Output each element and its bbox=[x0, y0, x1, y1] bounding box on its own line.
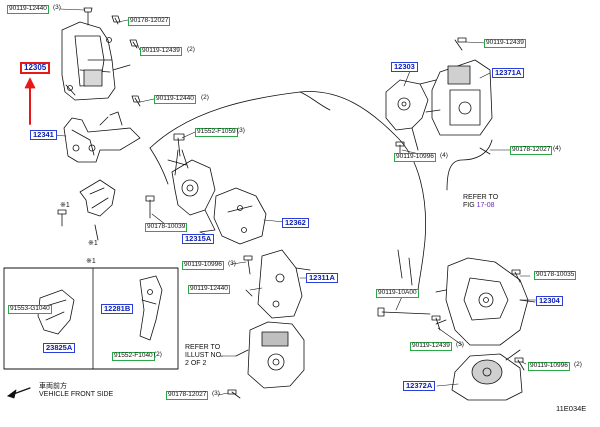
refer-fig-line1: REFER TO bbox=[463, 194, 499, 201]
label-bolt-10996-a-qty: (4) bbox=[440, 152, 448, 159]
vehicle-front-en: VEHICLE FRONT SIDE bbox=[39, 391, 114, 399]
bracket-12303 bbox=[385, 79, 441, 151]
label-part-12315A: 12315A bbox=[182, 234, 215, 244]
label-nut-12027-b: 90178-12027 bbox=[166, 391, 209, 400]
insulator-12371A bbox=[431, 37, 493, 136]
label-right-top-bolt: 90119-12439 bbox=[484, 39, 526, 48]
heat-shield-left bbox=[79, 179, 116, 217]
label-part-12341: 12341 bbox=[30, 130, 57, 140]
refer-illust-line2: ILLUST NO. bbox=[185, 352, 223, 360]
label-inset-star: ※1 bbox=[86, 258, 96, 265]
label-top-nut: 90178-12027 bbox=[128, 17, 171, 26]
label-bolt-10996-a: 90119-10996 bbox=[394, 153, 436, 162]
inset-box bbox=[3, 267, 179, 370]
refer-illust-note: REFER TO ILLUST NO. 2 OF 2 bbox=[185, 344, 223, 368]
label-part-12281B: 12281B bbox=[101, 304, 134, 314]
refer-fig-link[interactable]: 17-08 bbox=[476, 202, 495, 210]
label-stud-mid: 91552-F1059 bbox=[195, 128, 238, 137]
bolt-12439-c bbox=[431, 315, 441, 331]
hose bbox=[446, 139, 493, 191]
bracket-12341 bbox=[63, 111, 141, 163]
label-part-12303: 12303 bbox=[391, 62, 418, 72]
label-part-12372A: 12372A bbox=[403, 381, 436, 391]
label-nut-10035: 90178-10035 bbox=[534, 271, 577, 280]
label-nut-12027-b-qty: (3) bbox=[212, 390, 220, 397]
refer-illust-line3: 2 OF 2 bbox=[185, 360, 207, 368]
label-highlight-12305: 12305 bbox=[20, 62, 51, 74]
label-part-12304: 12304 bbox=[536, 296, 563, 306]
mount-bracket-12305 bbox=[61, 21, 131, 101]
label-part-12371A: 12371A bbox=[492, 68, 525, 78]
label-bolt-10996-c-qty: (2) bbox=[574, 361, 582, 368]
label-clip-91553: 91553-G1040 bbox=[8, 305, 52, 314]
label-bolt-12440: 90119-12440 bbox=[188, 285, 230, 294]
refer-fig-note: REFER TO FIG 17-08 bbox=[463, 194, 498, 210]
label-star-1: ※1 bbox=[60, 202, 70, 209]
label-part-12362: 12362 bbox=[282, 218, 309, 228]
label-bolt-10039: 90178-10039 bbox=[145, 223, 188, 232]
bolt-10996-c bbox=[514, 357, 525, 371]
label-top-bolt-1: 90119-12440 bbox=[7, 5, 49, 14]
refer-fig-line2: FIG bbox=[463, 202, 475, 210]
label-clip-91552: 91552-F1040 bbox=[112, 352, 155, 361]
engine-outline bbox=[149, 91, 426, 291]
vehicle-front-label: 車両前方 VEHICLE FRONT SIDE bbox=[39, 383, 113, 399]
label-bolt-mid-left-qty: (2) bbox=[201, 94, 209, 101]
bolt-12440-c bbox=[243, 255, 253, 275]
label-bolt-mid-left: 90119-12440 bbox=[154, 95, 196, 104]
figure-code: 11E034E bbox=[556, 404, 587, 413]
label-top-bolt-2: 90119-12439 bbox=[140, 47, 182, 56]
bracket-12311A bbox=[257, 249, 311, 319]
bolt-10A00 bbox=[377, 307, 431, 317]
clip-12281B bbox=[139, 275, 163, 341]
stud-mid bbox=[173, 133, 185, 157]
refer-illust-line1: REFER TO bbox=[185, 344, 221, 351]
label-part-12311A: 12311A bbox=[306, 273, 338, 283]
label-bolt-12439: 90119-12439 bbox=[410, 342, 452, 351]
insulator-12372A bbox=[451, 349, 523, 401]
label-bolt-12439-qty: (3) bbox=[456, 341, 464, 348]
label-star-2: ※1 bbox=[88, 240, 98, 247]
label-nut-12027-a-qty: (4) bbox=[553, 145, 561, 152]
label-bolt-10996-c: 90119-10996 bbox=[528, 362, 570, 371]
mount-12304 bbox=[435, 257, 536, 346]
bolt-12440-d bbox=[245, 289, 253, 297]
label-part-23825A: 23825A bbox=[43, 343, 76, 353]
label-bolt-10996-b: 90119-10996 bbox=[182, 261, 224, 270]
vehicle-front-jp: 車両前方 bbox=[39, 383, 67, 390]
label-nut-12027-a: 90178-12027 bbox=[510, 146, 553, 155]
label-stud-mid-qty: (3) bbox=[237, 127, 245, 134]
bolt-10039 bbox=[145, 195, 155, 219]
label-bolt-10A00: 90119-10A00 bbox=[376, 289, 419, 298]
nut-10035 bbox=[511, 269, 521, 283]
star-bolt bbox=[57, 209, 67, 227]
label-top-bolt-1-qty: (3) bbox=[53, 4, 61, 11]
mount-bottom-center bbox=[235, 321, 305, 389]
label-clip-91552-qty: (2) bbox=[154, 351, 162, 358]
bracket-12315A bbox=[167, 149, 216, 233]
label-top-bolt-2-qty: (2) bbox=[187, 46, 195, 53]
shield-12362 bbox=[213, 187, 267, 245]
label-bolt-10996-b-qty: (3) bbox=[228, 260, 236, 267]
nut-12027-b bbox=[227, 389, 241, 399]
